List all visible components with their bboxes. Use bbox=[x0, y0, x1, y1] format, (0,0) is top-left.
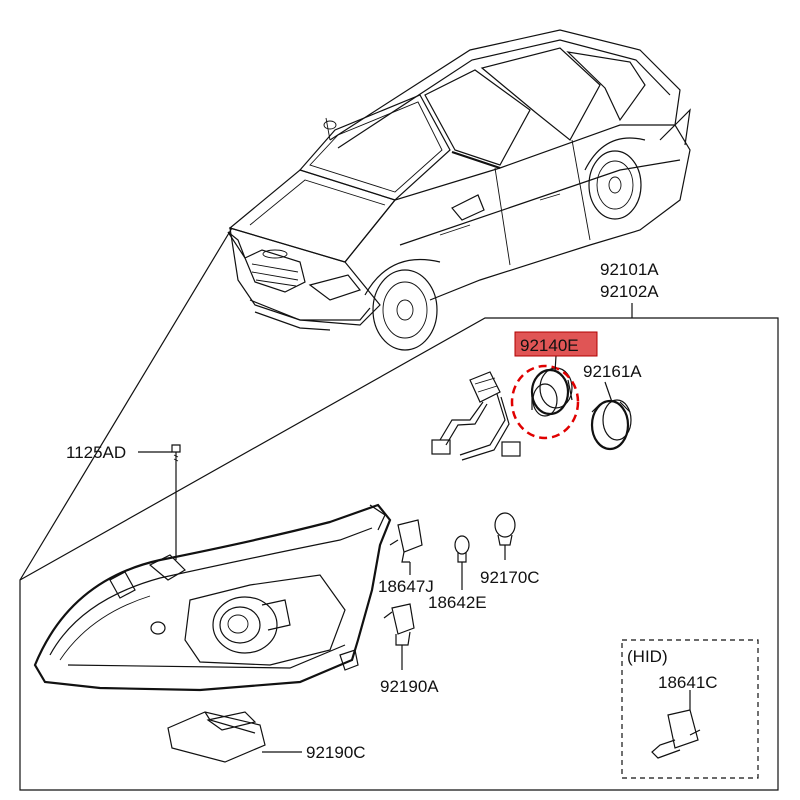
part-label-92140e: 92140E bbox=[520, 336, 579, 355]
part-label-18647j: 18647J bbox=[378, 577, 434, 596]
part-label-92170c: 92170C bbox=[480, 568, 540, 587]
part-label-92190c: 92190C bbox=[306, 743, 366, 762]
wiring-harness bbox=[431, 371, 521, 461]
ballast-unit bbox=[167, 711, 266, 763]
leader-lines bbox=[138, 355, 691, 753]
highlighted-bulb-cap bbox=[530, 367, 573, 417]
socket-92170c bbox=[494, 512, 516, 546]
exploded-view-frame bbox=[19, 227, 779, 791]
hid-group-box bbox=[621, 639, 759, 779]
bulb-18642e bbox=[454, 535, 470, 563]
socket-92190a bbox=[383, 603, 415, 646]
bulb-18647j bbox=[389, 519, 423, 563]
hid-group-label: (HID) bbox=[627, 647, 668, 666]
part-label-92161a: 92161A bbox=[583, 362, 642, 381]
highlight-circle bbox=[510, 364, 580, 440]
part-label-1125ad: 1125AD bbox=[66, 443, 126, 462]
headlamp-assembly bbox=[33, 503, 392, 692]
part-label-92102a: 92102A bbox=[600, 282, 659, 301]
part-label-92190a: 92190A bbox=[380, 677, 439, 696]
car-illustration bbox=[227, 29, 691, 351]
bulb-cap bbox=[590, 399, 632, 451]
mounting-bolt bbox=[171, 444, 181, 462]
part-label-92101a: 92101A bbox=[600, 260, 659, 279]
part-label-18642e: 18642E bbox=[428, 593, 487, 612]
highlight-label-background bbox=[514, 331, 598, 357]
part-label-18641c: 18641C bbox=[658, 673, 718, 692]
